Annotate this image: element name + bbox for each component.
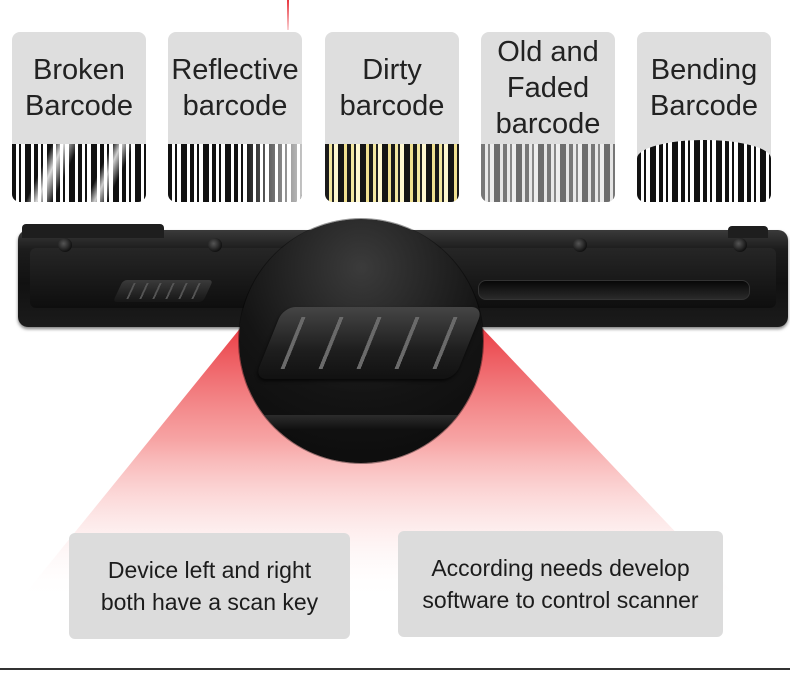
device-top-edge: [728, 226, 768, 238]
device-top-edge: [22, 224, 164, 238]
card-label: Old and Faded barcode: [495, 36, 601, 140]
barcode-graphic: [168, 144, 302, 202]
scan-key-zoomed: [254, 307, 483, 379]
device-edge-zoomed: [239, 415, 483, 429]
card-broken-barcode: Broken Barcode: [12, 32, 146, 202]
card-label: Reflective barcode: [171, 54, 299, 122]
card-dirty-barcode: Dirty barcode: [325, 32, 459, 202]
barcode-graphic: [325, 144, 459, 202]
screw-icon: [573, 238, 587, 252]
card-faded-barcode: Old and Faded barcode: [481, 32, 615, 202]
side-slot: [478, 280, 750, 300]
screw-icon: [58, 238, 72, 252]
scan-laser-line: [287, 0, 289, 30]
info-scanner-software: According needs develop software to cont…: [398, 531, 723, 637]
card-bending-barcode: Bending Barcode: [637, 32, 771, 202]
barcode-graphic: [12, 144, 146, 202]
card-label: Bending Barcode: [649, 54, 758, 122]
scan-key: [112, 280, 214, 302]
key-grip-icon: [126, 283, 202, 299]
screw-icon: [208, 238, 222, 252]
divider: [0, 668, 790, 670]
card-reflective-barcode: Reflective barcode: [168, 32, 302, 202]
key-grip-icon: [280, 317, 462, 369]
barcode-graphic: [637, 140, 771, 202]
card-label: Dirty barcode: [339, 54, 445, 122]
card-label: Broken Barcode: [24, 54, 133, 122]
barcode-graphic: [481, 144, 615, 202]
screw-icon: [733, 238, 747, 252]
info-scan-key: Device left and right both have a scan k…: [69, 533, 350, 639]
scan-key-magnifier: [239, 219, 483, 463]
